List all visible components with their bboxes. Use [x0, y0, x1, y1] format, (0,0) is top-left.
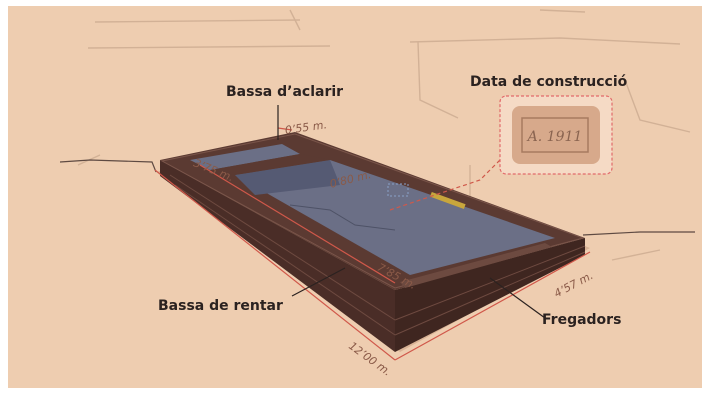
drain-grate — [430, 191, 466, 209]
dimension-lines — [154, 127, 591, 361]
washing-basin-inner-wall — [235, 160, 340, 195]
wall-bricks — [169, 174, 586, 336]
label-construction-date: Data de construcció — [470, 74, 628, 90]
label-rinsing-basin: Bassa d’aclarir — [226, 84, 344, 100]
basin-divider — [210, 154, 330, 175]
scrubber-strip — [400, 243, 552, 288]
label-washing-basin: Bassa de rentar — [158, 298, 283, 314]
front-left-wall — [160, 160, 395, 352]
floor-crack — [289, 204, 396, 231]
washing-basin-water — [235, 160, 555, 275]
front-right-wall — [395, 238, 585, 352]
plaque-location-marker — [387, 183, 409, 197]
plaque-inner-border — [521, 117, 589, 153]
label-scrubbers: Fregadors — [542, 312, 622, 328]
rinsing-basin-water — [190, 144, 300, 170]
plaque-inscription: A. 1911 — [526, 129, 583, 145]
rim-highlight — [160, 133, 585, 289]
leader-lines — [277, 105, 546, 319]
plaque-stone — [512, 106, 600, 164]
ground-lines — [59, 159, 695, 236]
